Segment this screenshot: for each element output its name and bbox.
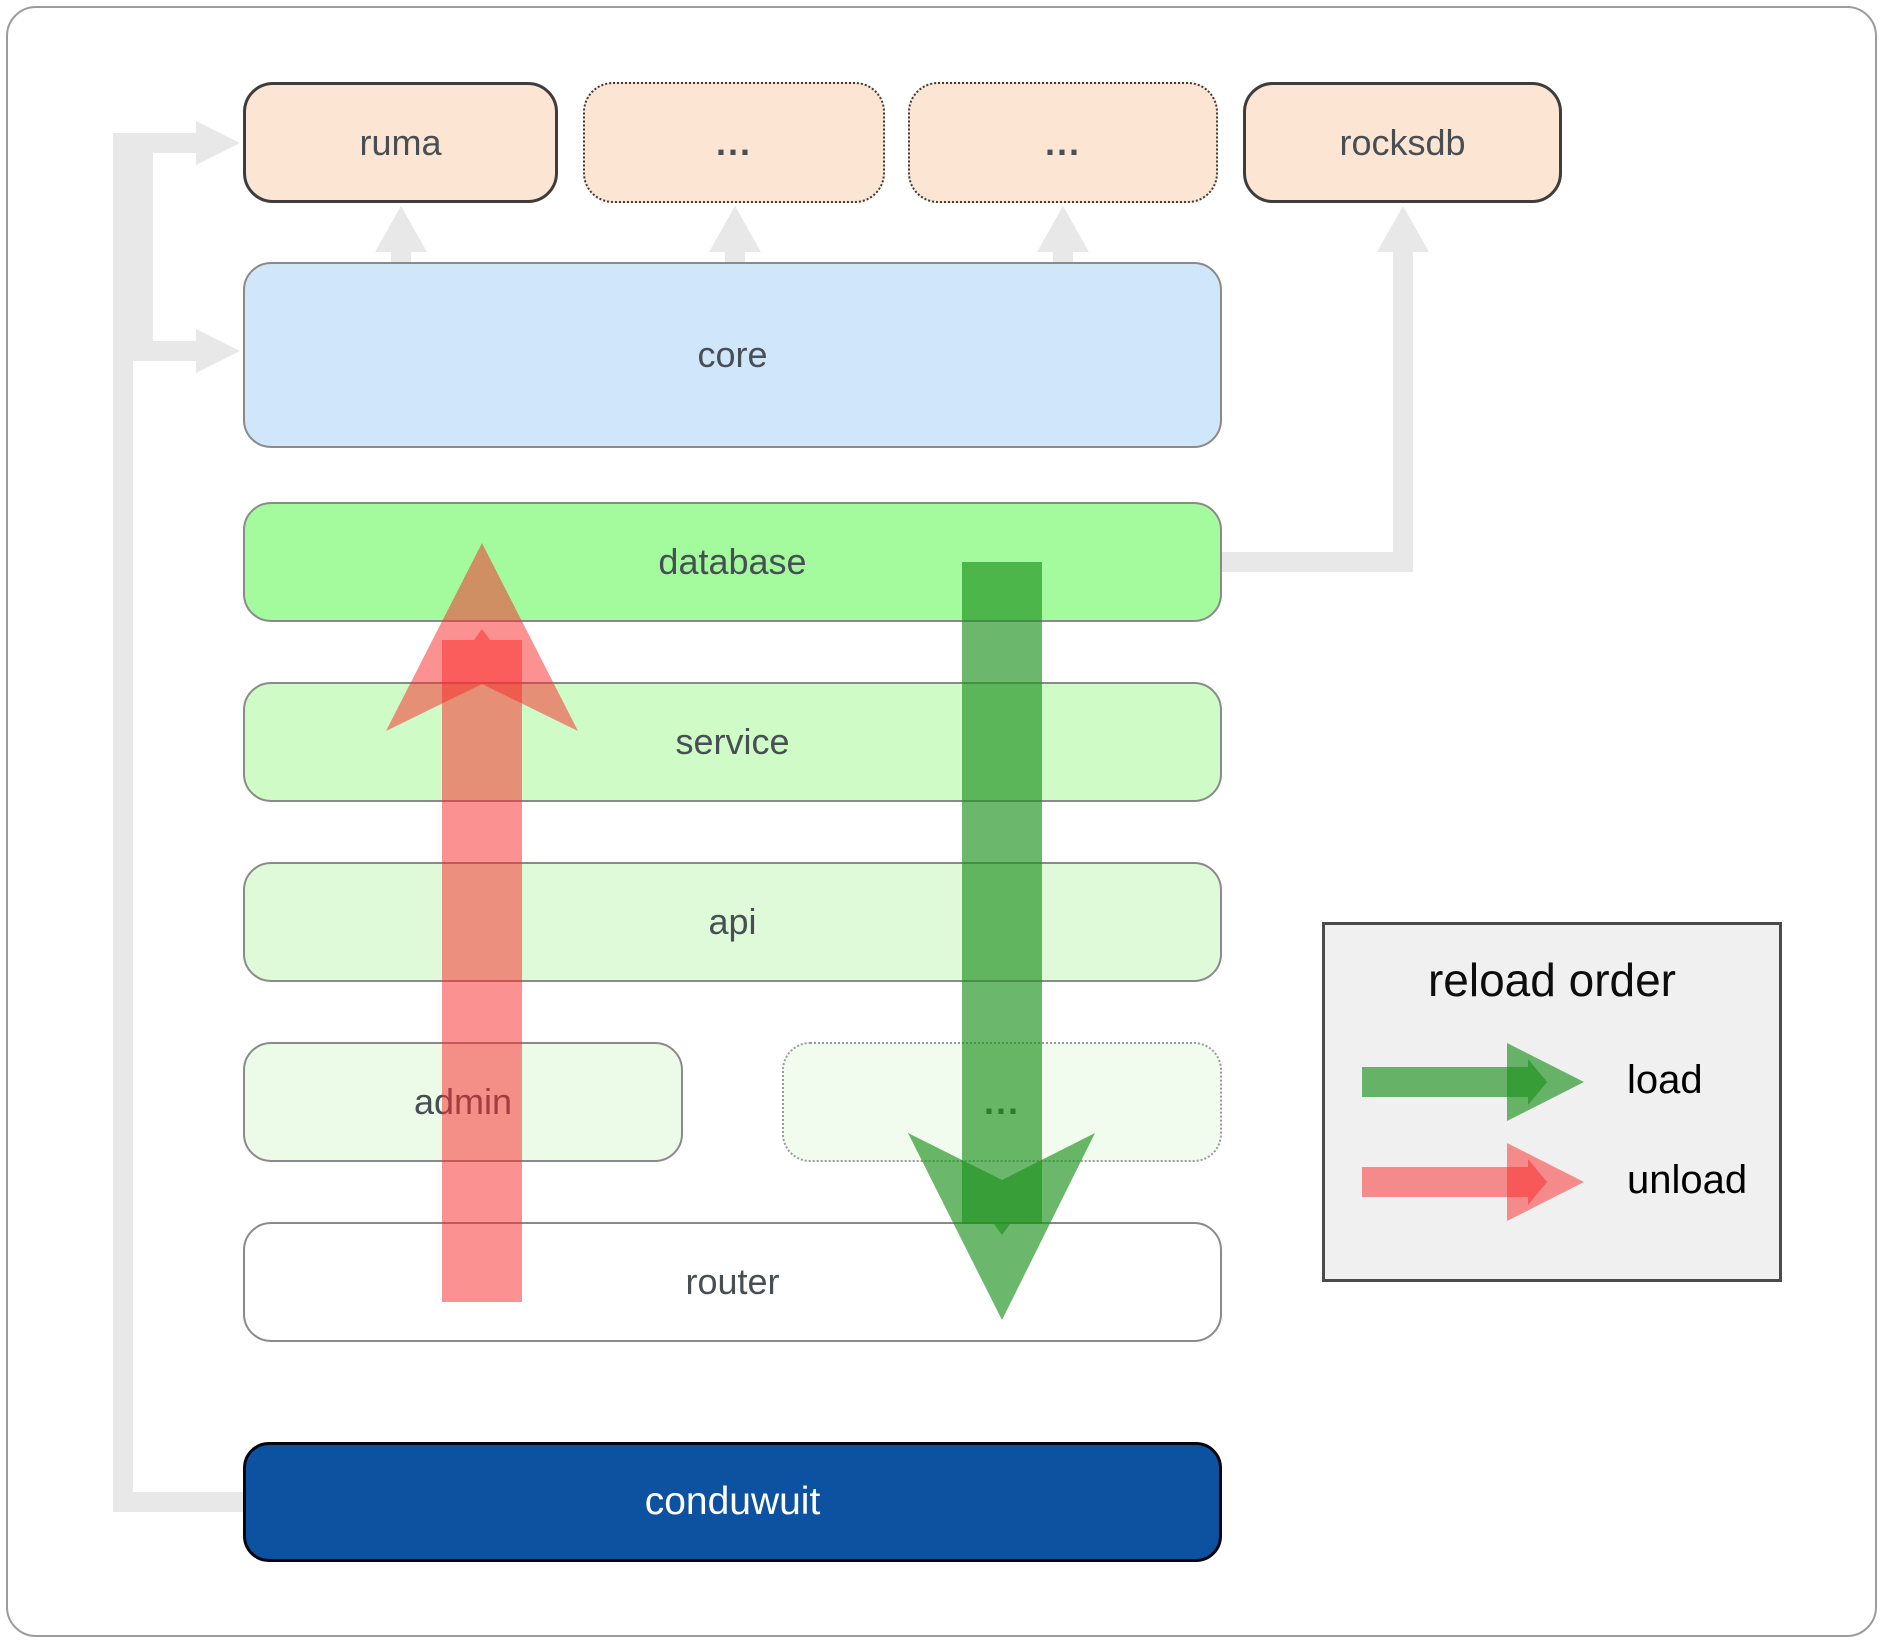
box-dependency-ellipsis-2: ... <box>908 82 1218 203</box>
legend-load-label: load <box>1627 1058 1703 1102</box>
box-core-label: core <box>697 334 768 375</box>
box-rocksdb-label: rocksdb <box>1339 121 1466 163</box>
box-service-ellipsis: ... <box>782 1042 1222 1162</box>
box-router: router <box>243 1222 1222 1342</box>
box-dependency-ellipsis-2-label: ... <box>1044 121 1081 163</box>
box-database-label: database <box>658 541 807 582</box>
box-router-label: router <box>685 1261 780 1302</box>
box-service-label: service <box>675 721 790 762</box>
box-ruma: ruma <box>243 82 558 203</box>
box-admin: admin <box>243 1042 683 1162</box>
box-rocksdb: rocksdb <box>1243 82 1562 203</box>
box-api-label: api <box>708 901 757 942</box>
box-ruma-label: ruma <box>359 121 442 163</box>
outer-frame <box>6 6 1877 1637</box>
box-service: service <box>243 682 1222 802</box>
legend-unload-label: unload <box>1627 1158 1748 1202</box>
box-conduwuit: conduwuit <box>243 1442 1222 1562</box>
legend-title: reload order <box>1427 954 1677 1006</box>
box-dependency-ellipsis-1-label: ... <box>715 121 752 163</box>
legend-reload-order: reload order <box>1322 922 1782 1282</box>
box-core: core <box>243 262 1222 448</box>
box-admin-label: admin <box>413 1081 513 1122</box>
box-conduwuit-label: conduwuit <box>644 1480 821 1523</box>
box-api: api <box>243 862 1222 982</box>
box-service-ellipsis-label: ... <box>983 1081 1020 1122</box>
box-dependency-ellipsis-1: ... <box>583 82 885 203</box>
box-database: database <box>243 502 1222 622</box>
